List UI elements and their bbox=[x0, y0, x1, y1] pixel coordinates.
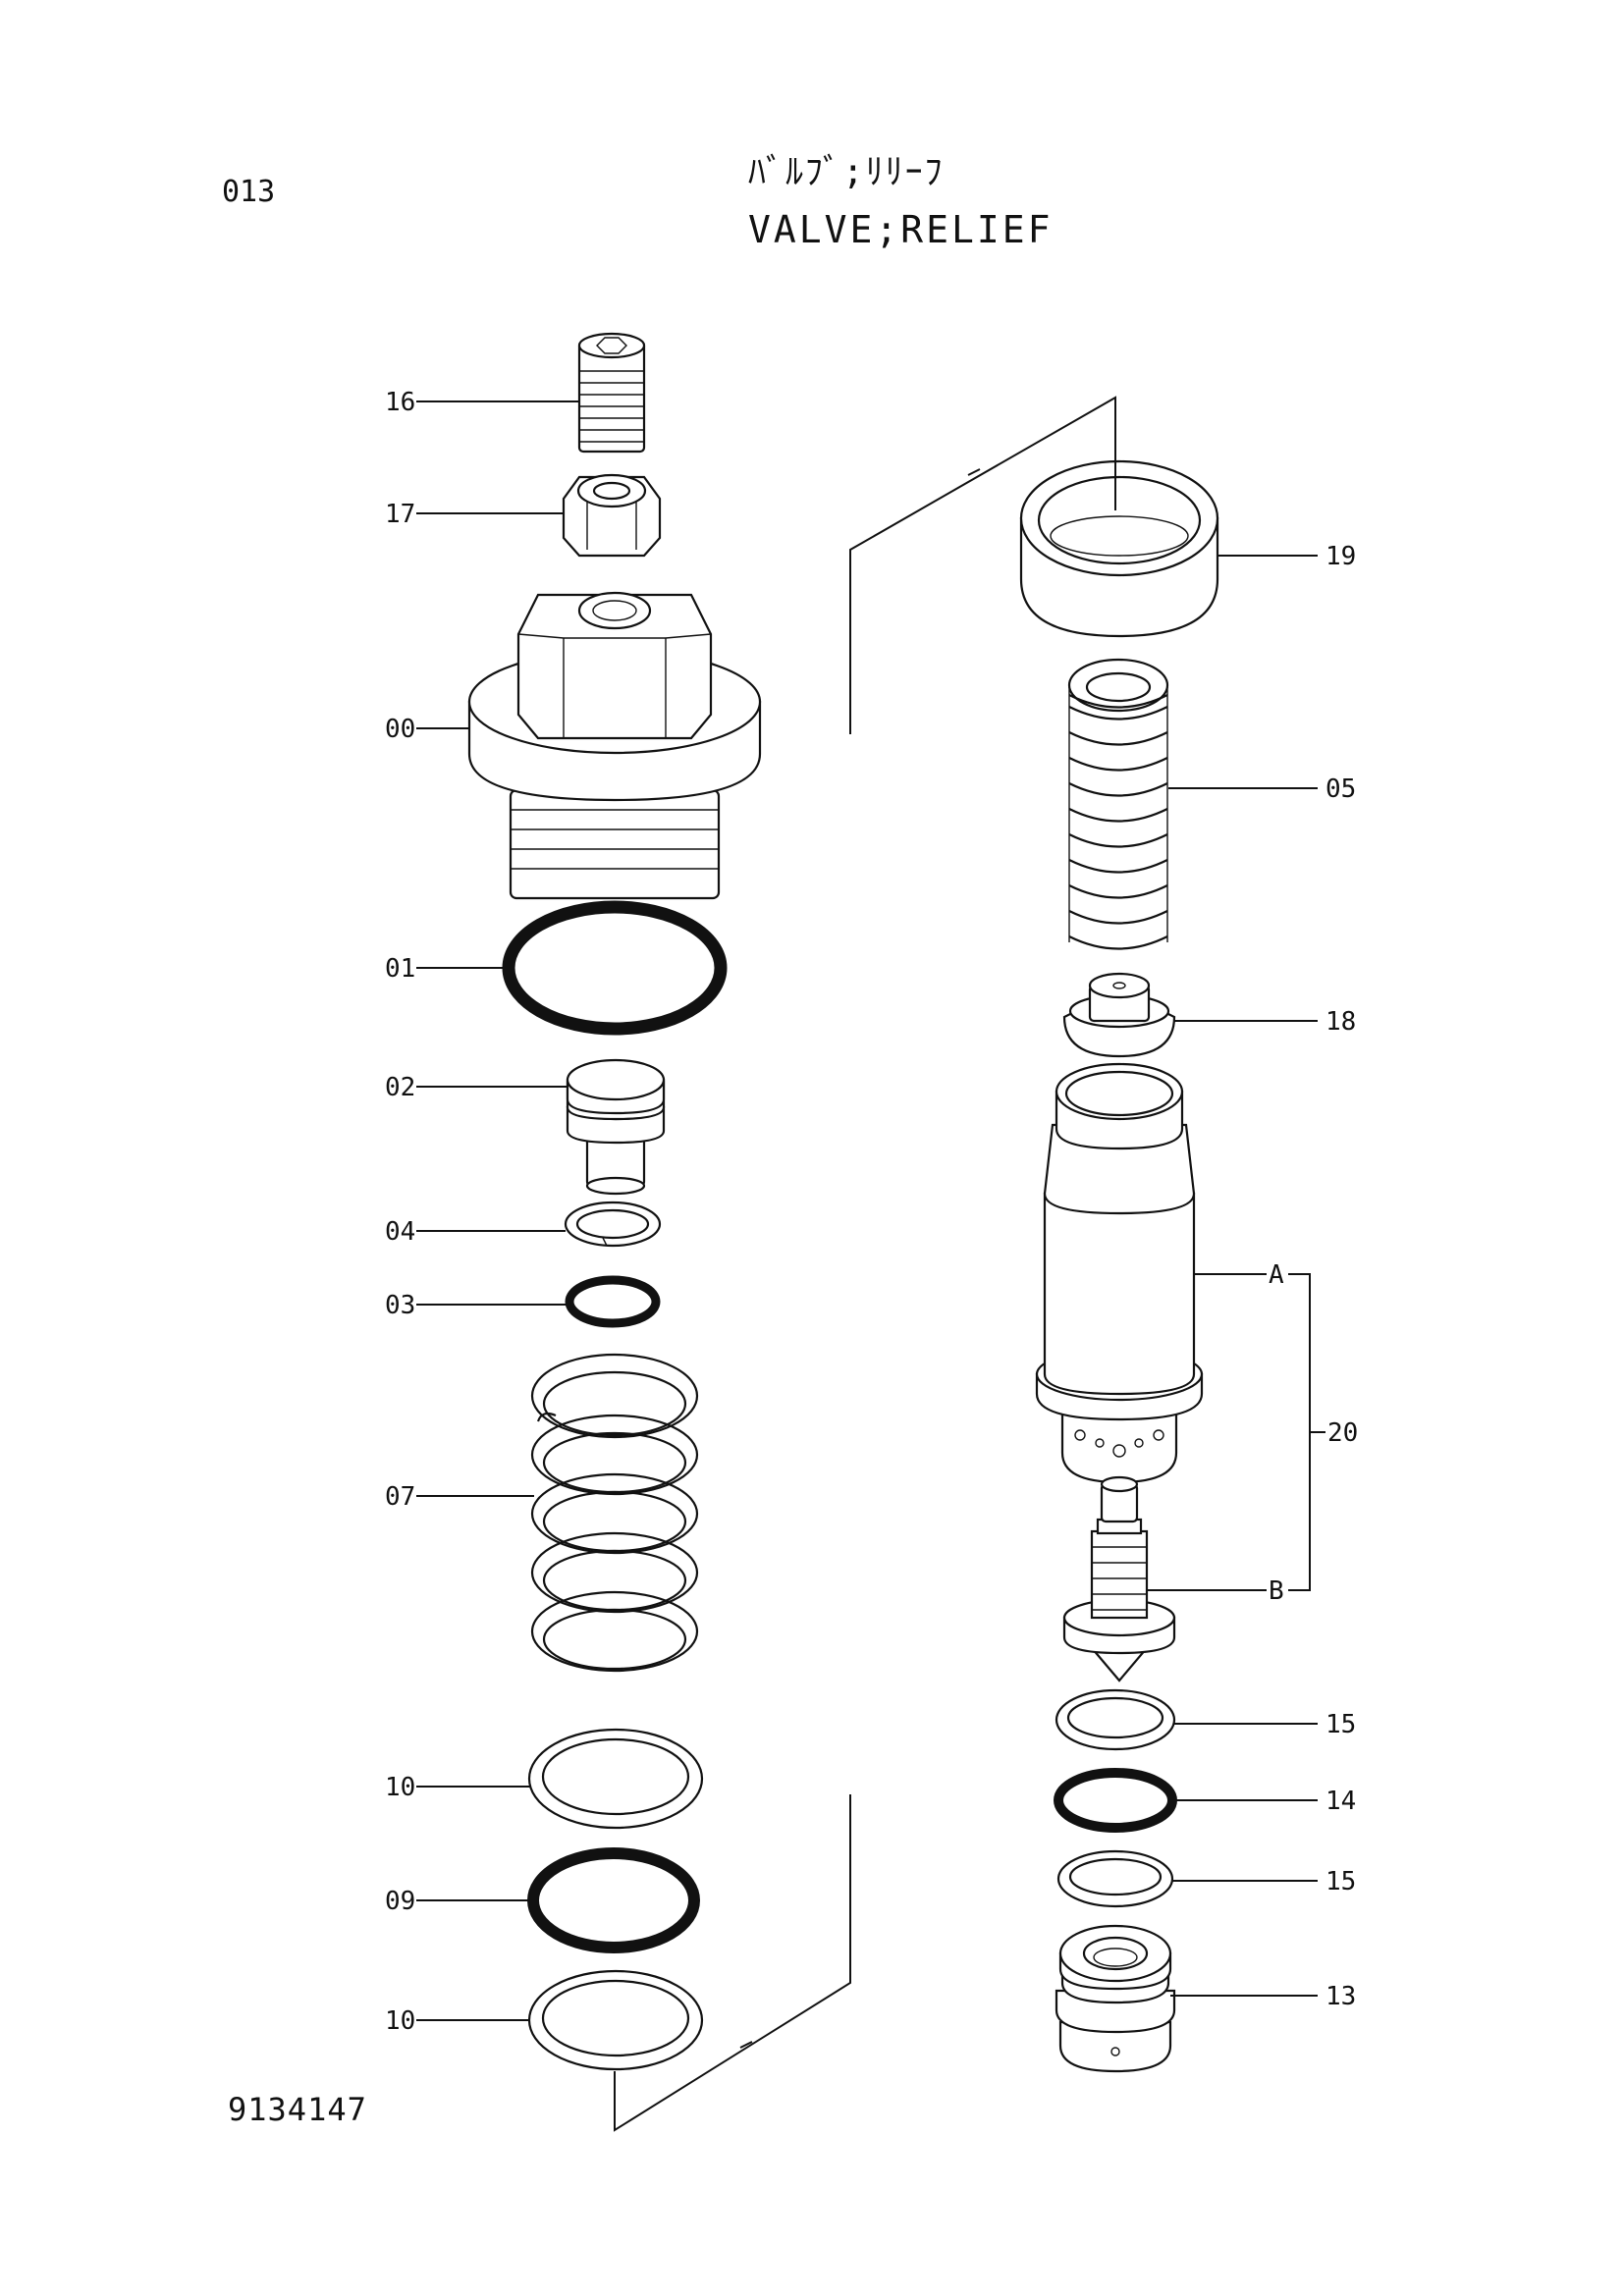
part-10-ring-lower bbox=[527, 1969, 704, 2071]
callout-b: B bbox=[1269, 1576, 1284, 1606]
callout-13: 13 bbox=[1325, 1982, 1356, 2011]
callout-16: 16 bbox=[385, 388, 415, 417]
callout-10-upper: 10 bbox=[385, 1773, 415, 1802]
part-04-backup-ring bbox=[564, 1201, 662, 1248]
callout-15-upper: 15 bbox=[1325, 1710, 1356, 1739]
callout-19: 19 bbox=[1325, 542, 1356, 571]
part-03-o-ring bbox=[565, 1275, 661, 1328]
part-09-o-ring bbox=[527, 1847, 700, 1953]
part-10-ring-upper bbox=[527, 1728, 704, 1830]
part-01-o-ring bbox=[502, 900, 728, 1036]
part-07-spring bbox=[530, 1353, 699, 1673]
part-15-backup-ring-upper bbox=[1055, 1688, 1176, 1751]
leader-lines bbox=[416, 400, 1325, 2021]
callout-20: 20 bbox=[1327, 1418, 1358, 1448]
callout-09: 09 bbox=[385, 1887, 415, 1916]
callout-04: 04 bbox=[385, 1217, 415, 1247]
callout-14: 14 bbox=[1325, 1787, 1356, 1816]
part-19-cap bbox=[1019, 459, 1219, 638]
part-b-spool bbox=[1062, 1475, 1176, 1682]
callout-a: A bbox=[1269, 1260, 1284, 1290]
callout-10-lower: 10 bbox=[385, 2006, 415, 2036]
callout-02: 02 bbox=[385, 1073, 415, 1102]
title-japanese: ﾊﾞﾙﾌﾞ;ﾘﾘｰﾌ bbox=[748, 152, 945, 192]
callout-07: 07 bbox=[385, 1482, 415, 1512]
callout-17: 17 bbox=[385, 500, 415, 529]
callout-05: 05 bbox=[1325, 774, 1356, 804]
callout-01: 01 bbox=[385, 954, 415, 984]
part-14-o-ring bbox=[1054, 1768, 1177, 1833]
part-13-seat bbox=[1055, 1924, 1176, 2073]
part-18-poppet bbox=[1062, 972, 1176, 1058]
part-15-backup-ring-lower bbox=[1056, 1849, 1174, 1908]
part-16-plug bbox=[577, 332, 646, 454]
callout-00: 00 bbox=[385, 715, 415, 744]
callout-03: 03 bbox=[385, 1291, 415, 1320]
part-05-spring bbox=[1067, 658, 1169, 950]
callout-15-lower: 15 bbox=[1325, 1867, 1356, 1896]
assembly-lines bbox=[614, 396, 1116, 2132]
title-english: VALVE;RELIEF bbox=[748, 208, 1054, 251]
callout-18: 18 bbox=[1325, 1007, 1356, 1037]
part-00-valve-body bbox=[467, 591, 762, 900]
part-20-cartridge bbox=[1035, 1062, 1204, 1484]
page-number: 013 bbox=[222, 175, 276, 209]
part-02-piston bbox=[566, 1058, 666, 1196]
drawing-number: 9134147 bbox=[228, 2091, 367, 2128]
part-17-nut bbox=[562, 473, 662, 558]
